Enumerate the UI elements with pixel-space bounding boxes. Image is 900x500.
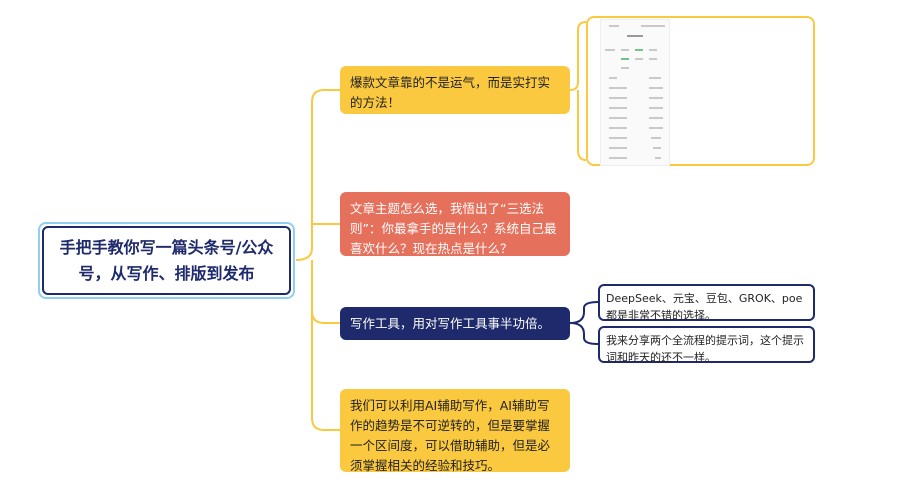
branch-node-2[interactable]: 文章主题怎么选，我悟出了“三选法则”：你最拿手的是什么？系统自己最喜欢什么？现在… [340,192,570,256]
tool-leaf-1[interactable]: DeepSeek、元宝、豆包、GROK、poe都是非常不错的选择。 [598,284,815,322]
connector-leaf-2 [569,322,599,345]
root-topic[interactable]: 手把手教你写一篇头条号/公众号，从写作、排版到发布 [38,222,295,299]
root-topic-title: 手把手教你写一篇头条号/公众号，从写作、排版到发布 [42,226,291,295]
connector-image-bottom [577,90,587,161]
branch-node-1[interactable]: 爆款文章靠的不是运气，而是实打实的方法！ [340,66,570,114]
branch-node-3[interactable]: 写作工具，用对写作工具事半功倍。 [340,307,570,340]
connector-image-top [569,21,587,91]
connector-branch-4 [311,300,340,431]
connector-branch-2 [311,160,340,225]
app-screenshot-thumbnail [600,19,670,166]
branch-node-4[interactable]: 我们可以利用AI辅助写作，AI辅助写作的趋势是不可逆转的，但是要掌握一个区间度，… [340,389,570,473]
connector-branch-1 [295,89,340,261]
connector-leaf-1 [569,301,599,324]
connector-branch-3 [310,259,340,324]
tool-leaf-2[interactable]: 我来分享两个全流程的提示词，这个提示词和昨天的还不一样。 [598,326,815,364]
image-node[interactable] [586,16,815,166]
